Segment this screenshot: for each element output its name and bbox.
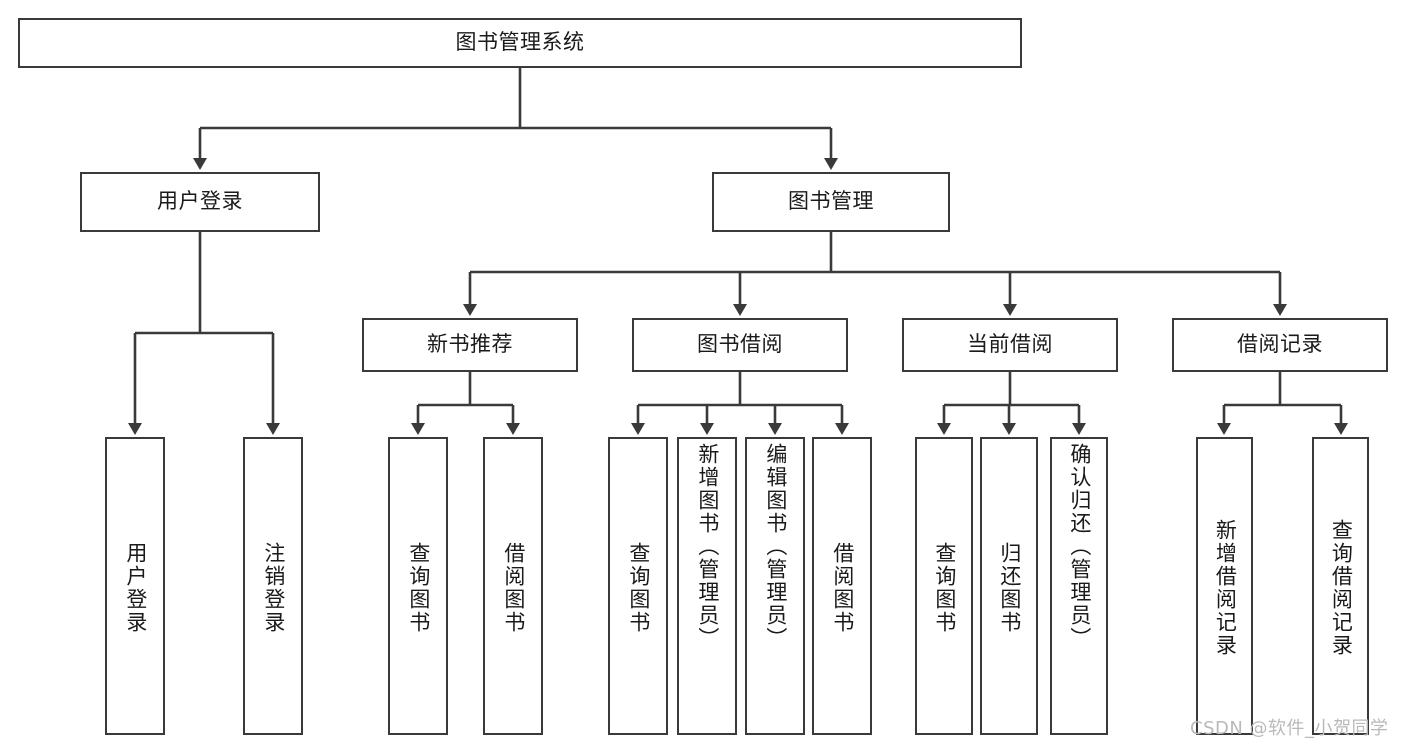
- node-leaf-borrow-book-1-label: 借阅图书: [501, 542, 526, 634]
- watermark-text: CSDN @软件_小贺同学: [1190, 718, 1389, 739]
- node-leaf-query-book-3[interactable]: 查询图书: [915, 437, 973, 735]
- node-leaf-user-login[interactable]: 用户登录: [105, 437, 165, 735]
- node-leaf-user-login-label: 用户登录: [123, 542, 148, 634]
- node-leaf-query-record[interactable]: 查询借阅记录: [1312, 437, 1369, 735]
- node-user-login[interactable]: 用户登录: [80, 172, 320, 232]
- node-root[interactable]: 图书管理系统: [18, 18, 1022, 68]
- node-leaf-query-book-2-label: 查询图书: [626, 542, 651, 634]
- node-book-borrow[interactable]: 图书借阅: [632, 318, 848, 372]
- node-leaf-edit-book[interactable]: 编辑图书（管理员）: [745, 437, 805, 735]
- node-leaf-confirm-return[interactable]: 确认归还（管理员）: [1050, 437, 1108, 735]
- node-book-borrow-label: 图书借阅: [697, 332, 783, 357]
- node-user-login-label: 用户登录: [157, 189, 243, 214]
- node-borrow-record-label: 借阅记录: [1237, 332, 1323, 357]
- node-current-borrow[interactable]: 当前借阅: [902, 318, 1118, 372]
- node-leaf-return-book-label: 归还图书: [997, 542, 1022, 634]
- node-leaf-edit-book-label: 编辑图书（管理员）: [763, 443, 788, 650]
- node-leaf-add-book-label: 新增图书（管理员）: [695, 443, 720, 650]
- node-leaf-query-book-3-label: 查询图书: [932, 542, 957, 634]
- node-book-management-label: 图书管理: [788, 189, 874, 214]
- node-book-management[interactable]: 图书管理: [712, 172, 950, 232]
- node-new-book-recommend-label: 新书推荐: [427, 332, 513, 357]
- node-leaf-return-book[interactable]: 归还图书: [980, 437, 1038, 735]
- node-leaf-borrow-book-1[interactable]: 借阅图书: [483, 437, 543, 735]
- node-leaf-query-record-label: 查询借阅记录: [1329, 519, 1354, 657]
- node-new-book-recommend[interactable]: 新书推荐: [362, 318, 578, 372]
- node-leaf-borrow-book-2-label: 借阅图书: [830, 542, 855, 634]
- node-leaf-add-record[interactable]: 新增借阅记录: [1196, 437, 1253, 735]
- node-leaf-user-logout-label: 注销登录: [261, 542, 286, 634]
- node-current-borrow-label: 当前借阅: [967, 332, 1053, 357]
- node-leaf-add-book[interactable]: 新增图书（管理员）: [677, 437, 737, 735]
- node-leaf-user-logout[interactable]: 注销登录: [243, 437, 303, 735]
- node-leaf-query-book-1-label: 查询图书: [406, 542, 431, 634]
- node-leaf-query-book-1[interactable]: 查询图书: [388, 437, 448, 735]
- node-leaf-query-book-2[interactable]: 查询图书: [608, 437, 668, 735]
- node-leaf-borrow-book-2[interactable]: 借阅图书: [812, 437, 872, 735]
- node-root-label: 图书管理系统: [455, 30, 585, 55]
- node-leaf-confirm-return-label: 确认归还（管理员）: [1067, 443, 1092, 650]
- node-borrow-record[interactable]: 借阅记录: [1172, 318, 1388, 372]
- node-leaf-add-record-label: 新增借阅记录: [1213, 519, 1238, 657]
